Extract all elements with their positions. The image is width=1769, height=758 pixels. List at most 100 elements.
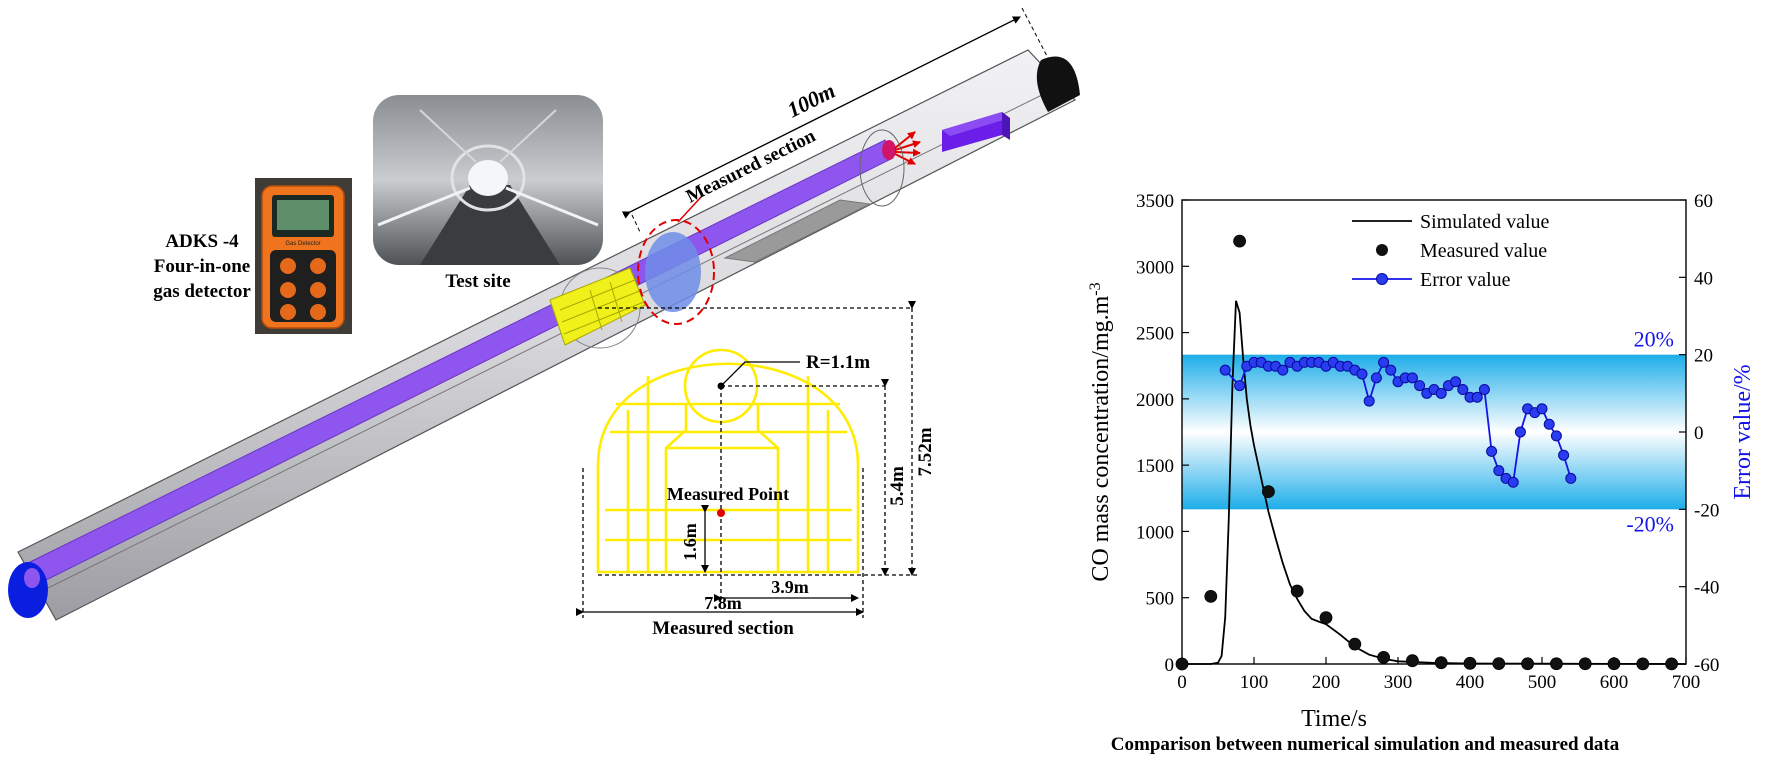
- legend-sim-label: Simulated value: [1420, 211, 1550, 233]
- measured-point: [1204, 589, 1218, 603]
- measured-point: [1521, 657, 1534, 671]
- error-point: [1543, 418, 1555, 430]
- measured-section-highlight: [637, 219, 715, 325]
- legend-measured-swatch: [1376, 244, 1388, 256]
- y-tick-label: 2500: [1136, 324, 1174, 345]
- y2-tick-label: 0: [1694, 423, 1704, 444]
- x-tick-label: 400: [1456, 672, 1485, 693]
- y2-tick-label: 20: [1694, 346, 1713, 367]
- x-tick-label: 0: [1177, 672, 1187, 693]
- chart-title: Comparison between numerical simulation …: [1111, 734, 1620, 755]
- error-point: [1565, 472, 1577, 484]
- measured-series-points: [1175, 234, 1678, 671]
- error-point: [1234, 380, 1246, 392]
- section-brace: [664, 404, 688, 572]
- detector-label-model: ADKS -4: [165, 231, 239, 252]
- detector-button-icon: [310, 304, 326, 320]
- measured-point: [1377, 650, 1390, 664]
- dim-width-label: 7.8m: [704, 593, 742, 613]
- y-axis-label-main: CO mass concentration/mg.m: [1088, 295, 1114, 581]
- dim-half-width-label: 3.9m: [771, 577, 809, 597]
- error-point: [1219, 364, 1231, 376]
- length-ext-left: [631, 214, 641, 233]
- detector-button-icon: [280, 258, 296, 274]
- error-point: [1356, 368, 1368, 380]
- error-point: [1536, 403, 1548, 415]
- simulated-series-line: [1182, 300, 1687, 665]
- band-lower-label: -20%: [1626, 511, 1674, 536]
- section-brace: [756, 404, 780, 572]
- measured-point: [1233, 234, 1246, 248]
- error-point: [1457, 383, 1469, 395]
- detector-button-icon: [310, 282, 326, 298]
- measured-point: [1550, 657, 1563, 671]
- y2-tick-label: 40: [1694, 268, 1713, 289]
- y-axis-label: CO mass concentration/mg.m-3: [1087, 282, 1115, 581]
- error-point: [1493, 465, 1505, 477]
- error-point: [1478, 383, 1490, 395]
- duct-end-left: [24, 568, 40, 588]
- section-outline: [596, 362, 860, 574]
- tunnel-length-label: 100m: [783, 78, 839, 123]
- y2-axis-label: Error value/%: [1730, 364, 1756, 499]
- legend-error-label: Error value: [1420, 269, 1511, 291]
- error-point: [1277, 364, 1289, 376]
- measured-point: [1463, 656, 1477, 670]
- y2-tick-label: -60: [1694, 655, 1719, 676]
- cross-section: [596, 348, 860, 574]
- error-point: [1406, 372, 1418, 384]
- y-tick-label: 1500: [1136, 456, 1174, 477]
- gas-detector-photo: Gas Detector: [255, 178, 352, 334]
- detector-button-icon: [310, 258, 326, 274]
- measured-point: [1348, 637, 1362, 651]
- x-tick-label: 300: [1384, 672, 1413, 693]
- test-site-caption: Test site: [445, 271, 510, 292]
- tunnel-portal-right: [1036, 56, 1080, 112]
- measured-point: [1492, 657, 1506, 671]
- x-tick-label: 100: [1240, 672, 1269, 693]
- measured-point: [1636, 657, 1650, 671]
- measured-point: [1434, 656, 1448, 670]
- error-point: [1550, 430, 1562, 442]
- measured-point: [1607, 657, 1621, 671]
- y2-tick-label: -40: [1694, 578, 1719, 599]
- error-point: [1450, 376, 1462, 388]
- radius-label: R=1.1m: [806, 352, 870, 373]
- length-dim-line: [621, 16, 1021, 219]
- error-band: [1182, 354, 1686, 510]
- y-tick-label: 2000: [1136, 390, 1174, 411]
- detector-label-name: gas detector: [153, 281, 251, 302]
- legend-measured-label: Measured value: [1420, 240, 1547, 262]
- error-point: [1378, 356, 1390, 368]
- error-point: [1435, 387, 1447, 399]
- measured-point-dot: [717, 509, 725, 517]
- error-point: [1414, 380, 1426, 392]
- cross-section-dimensions: [576, 301, 918, 618]
- error-point: [1558, 449, 1570, 461]
- y2-tick-label: 60: [1694, 191, 1713, 212]
- error-point: [1471, 391, 1483, 403]
- error-point: [1514, 426, 1526, 438]
- band-upper-label: 20%: [1634, 327, 1674, 352]
- dim-height-total-label: 7.52m: [915, 427, 936, 476]
- measured-section-disc: [645, 232, 701, 312]
- measured-point: [1319, 611, 1333, 624]
- y-axis-label-sup: -3: [1087, 282, 1104, 295]
- detector-screen-text: Gas Detector: [285, 241, 320, 247]
- y-tick-label: 0: [1165, 655, 1175, 676]
- fan-center-dot: [717, 382, 725, 390]
- measured-point-label: Measured Point: [667, 484, 789, 504]
- error-series-points: [1219, 356, 1577, 488]
- measured-point: [1290, 584, 1304, 598]
- measured-point: [1175, 657, 1189, 671]
- x-tick-label: 200: [1312, 672, 1341, 693]
- measured-point: [1262, 485, 1275, 499]
- x-tick-label: 600: [1600, 672, 1629, 693]
- dim-height-center-label: 5.4m: [887, 466, 908, 506]
- test-site-photo: [373, 95, 603, 265]
